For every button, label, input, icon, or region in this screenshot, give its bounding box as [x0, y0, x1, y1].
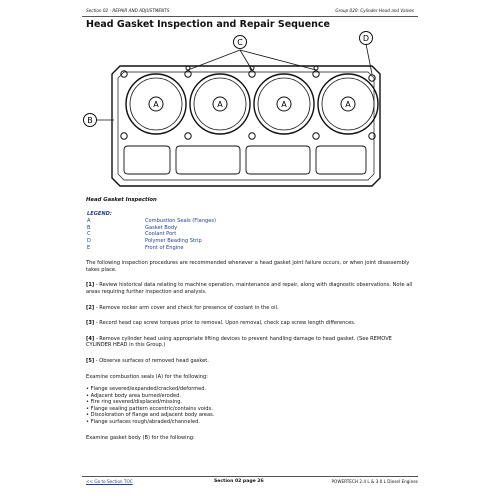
callout-c-icon: C	[233, 35, 247, 49]
lower-port-2	[175, 145, 241, 175]
callout-a-label: A	[345, 100, 351, 109]
check-item-text: Discoloration of flange and adjacent bod…	[90, 412, 215, 419]
callout-a-icon-4: A	[340, 96, 356, 112]
legend-label: Combustion Seals (Flanges)	[145, 218, 216, 225]
bullet-icon: •	[86, 419, 91, 426]
legend-row: A Combustion Seals (Flanges)	[86, 218, 418, 225]
legend-label: Gasket Body	[145, 224, 178, 231]
procedure-step: [5] - Observe surfaces of removed head g…	[86, 358, 418, 365]
step-text: - Review historical data relating to mac…	[86, 282, 413, 295]
head-gasket-diagram: C D B A A A A	[83, 31, 381, 187]
callout-a-label: A	[281, 100, 287, 109]
legend-key: B	[87, 224, 91, 231]
combustion-list: • Flange severed/expanded/cracked/deform…	[86, 386, 418, 426]
legend-row: E Front of Engine	[86, 245, 418, 252]
step-text: - Observe surfaces of removed head gaske…	[94, 357, 209, 364]
combustion-check-item: • Flange surfaces rough/abraded/channele…	[86, 419, 418, 426]
check-item-text: Fire ring severed/displaced/missing.	[90, 399, 183, 406]
check-item-text: Flange severed/expanded/cracked/deformed…	[90, 386, 207, 393]
lower-port-1	[123, 145, 171, 175]
check-item-text: Flange surfaces rough/abraded/channeled.	[90, 419, 200, 426]
callout-b-label: B	[87, 116, 93, 125]
bullet-icon: •	[86, 405, 91, 412]
bullet-icon: •	[86, 399, 91, 406]
legend-row: B Gasket Body	[86, 225, 418, 232]
legend-row: D Polymer Beading Strip	[86, 238, 418, 245]
legend-key: C	[87, 231, 91, 238]
step-text: - Remove rocker arm cover and check for …	[94, 304, 279, 311]
legend-key: D	[87, 237, 91, 244]
bullet-icon: •	[86, 386, 91, 393]
lower-port-4	[315, 145, 367, 175]
footer-divider	[82, 476, 418, 477]
combustion-check-item: • Fire ring severed/displaced/missing.	[86, 399, 418, 406]
cylinder-bore-3	[253, 73, 315, 135]
document-body: Head Gasket Inspection LEGEND: A Combusti…	[86, 197, 418, 441]
section-heading: Head Gasket Inspection	[86, 197, 157, 203]
combustion-check-item: • Flange severed/expanded/cracked/deform…	[86, 386, 418, 393]
callout-a-icon-2: A	[212, 96, 228, 112]
steps-list: [1] - Review historical data relating to…	[86, 273, 418, 364]
legend-title: LEGEND:	[87, 210, 112, 217]
gasket-outline	[111, 65, 381, 187]
step-number: [1]	[86, 282, 95, 289]
page-header: Section 02 - REPAIR AND ADJUSTMENTS Grou…	[82, 7, 418, 17]
legend-row: C Coolant Port	[86, 231, 418, 238]
procedure-step: [3] - Record head cap screw torques prio…	[86, 320, 418, 327]
step-number: [2]	[86, 304, 95, 311]
combustion-intro: Examine combustion seals (A) for the fol…	[86, 373, 208, 380]
callout-a-icon-3: A	[276, 96, 292, 112]
page-title: Head Gasket Inspection and Repair Sequen…	[86, 19, 330, 30]
page-number: Section 02 page 26	[214, 479, 264, 484]
legend-label: Front of Engine	[145, 244, 184, 251]
check-item-text: Adjacent body area burned/eroded.	[90, 392, 181, 399]
bullet-icon: •	[86, 412, 91, 419]
legend-label: Polymer Beading Strip	[145, 237, 202, 244]
intro-paragraph: The following inspection procedures are …	[86, 260, 410, 273]
procedure-step: [4] - Remove cylinder head using appropr…	[86, 336, 418, 349]
procedure-step: [2] - Remove rocker arm cover and check …	[86, 305, 418, 312]
section-label: Section 02 - REPAIR AND ADJUSTMENTS	[86, 8, 170, 13]
combustion-check-item: • Flange sealing pattern eccentric/conta…	[86, 406, 418, 413]
bullet-icon: •	[86, 392, 91, 399]
step-number: [5]	[86, 357, 95, 364]
callout-c-label: C	[237, 38, 243, 47]
combustion-check-item: • Discoloration of flange and adjacent b…	[86, 412, 418, 419]
combustion-check-item: • Adjacent body area burned/eroded.	[86, 393, 418, 400]
step-text: - Record head cap screw torques prior to…	[94, 320, 356, 327]
body-intro: Examine gasket body (B) for the followin…	[86, 434, 195, 441]
lower-port-3	[245, 145, 311, 175]
procedure-step: [1] - Review historical data relating to…	[86, 282, 418, 295]
section-toc-link[interactable]: << Go to Section TOC	[86, 479, 133, 484]
callout-a-label: A	[153, 100, 159, 109]
callout-b-icon: B	[83, 113, 97, 127]
check-item-text: Flange sealing pattern eccentric/contain…	[90, 405, 213, 412]
product-name: POWERTECH 2.4 L & 3.0 L Diesel Engines	[331, 479, 418, 484]
callout-a-icon-1: A	[148, 96, 164, 112]
legend-key: A	[87, 218, 91, 225]
step-number: [4]	[86, 335, 95, 342]
cylinder-bore-1	[125, 73, 187, 135]
step-text: - Remove cylinder head using appropriate…	[86, 335, 392, 349]
group-label: Group 020: Cylinder Head and Valves	[335, 8, 414, 13]
cylinder-bore-4	[317, 73, 379, 135]
callout-d-icon: D	[359, 31, 373, 45]
legend-label: Coolant Port	[145, 231, 177, 238]
callout-d-label: D	[363, 34, 369, 43]
legend-key: E	[87, 244, 91, 251]
step-number: [3]	[86, 320, 95, 327]
callout-a-label: A	[217, 100, 223, 109]
gasket-inner-outline	[117, 71, 375, 181]
cylinder-bore-2	[189, 73, 251, 135]
